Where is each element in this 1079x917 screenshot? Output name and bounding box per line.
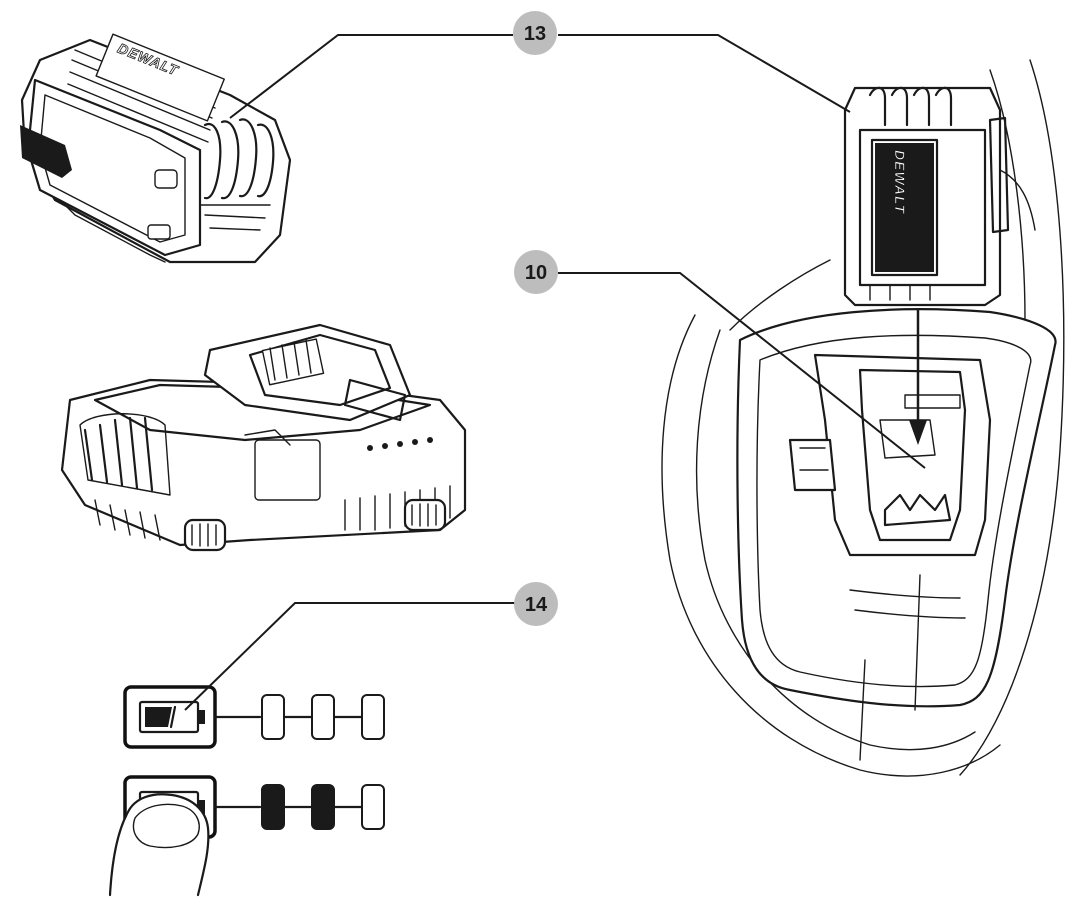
- fuel-gauge-row-1: [123, 685, 385, 749]
- tool-battery-slot-illustration: DEWALT: [661, 59, 1065, 777]
- battery-pack-illustration: DEWALT: [20, 33, 292, 264]
- gauge-led-1-3-off: [361, 694, 385, 740]
- gauge-led-2-1-lit: [261, 784, 285, 830]
- upright-battery-brand-logo: DEWALT: [892, 150, 908, 215]
- callout-10-label: 10: [525, 262, 547, 284]
- callout-14-label: 14: [525, 594, 548, 616]
- callout-10: 10: [514, 250, 926, 469]
- gauge-led-2-2-lit: [311, 784, 335, 830]
- gauge-led-1-2-off: [311, 694, 335, 740]
- gauge-led-2-3-off: [361, 784, 385, 830]
- gauge-led-1-1-off: [261, 694, 285, 740]
- callout-13: 13: [229, 11, 851, 119]
- callout-14: 14: [184, 582, 558, 711]
- charger-illustration: [60, 323, 467, 552]
- callout-13-label: 13: [524, 23, 546, 45]
- fuel-gauge-row-2: [108, 775, 385, 897]
